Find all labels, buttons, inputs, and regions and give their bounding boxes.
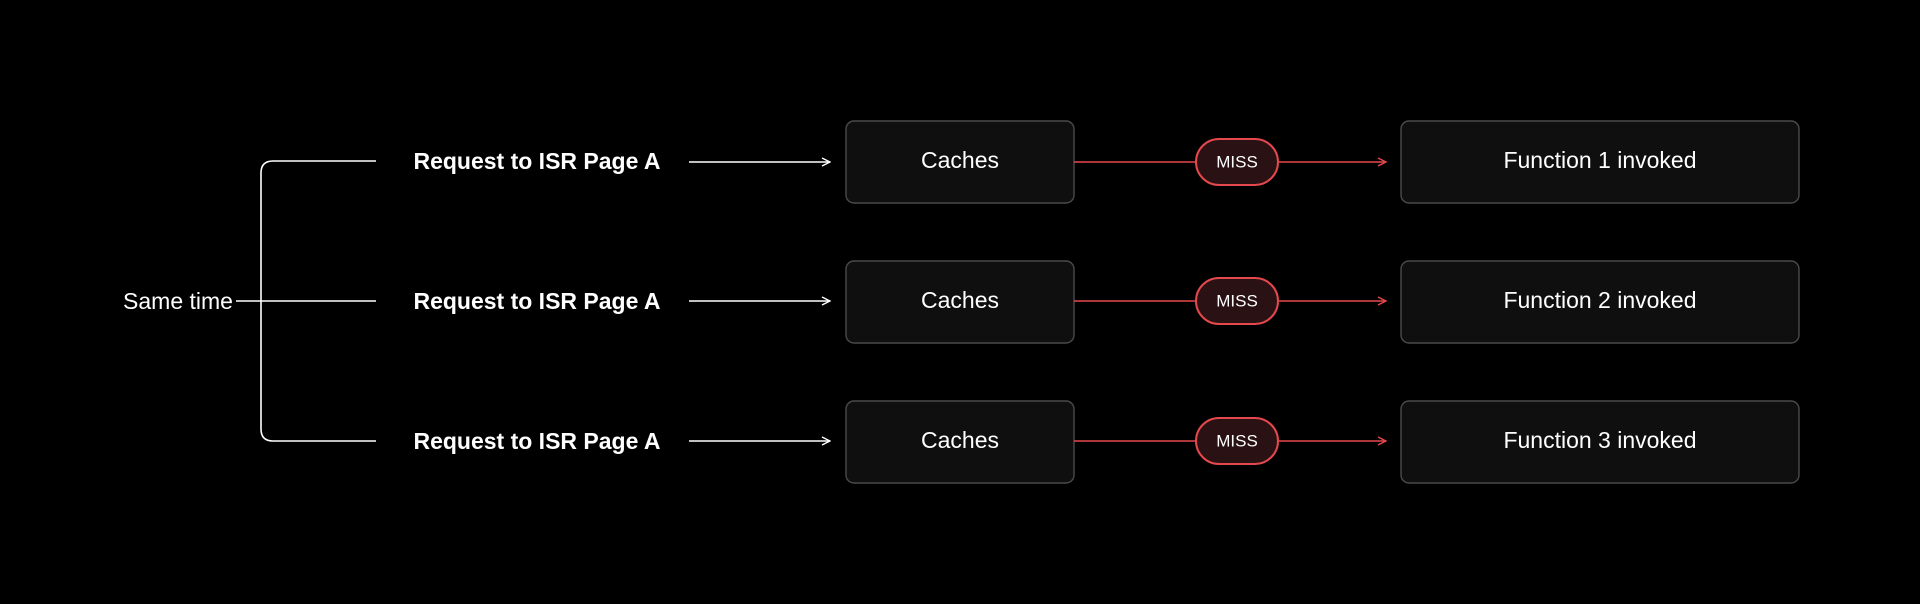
function-label: Function 2 invoked bbox=[1503, 287, 1696, 313]
miss-label: MISS bbox=[1216, 431, 1258, 450]
request-label: Request to ISR Page A bbox=[413, 288, 660, 314]
request-label: Request to ISR Page A bbox=[413, 428, 660, 454]
function-box bbox=[1400, 260, 1800, 344]
request-label: Request to ISR Page A bbox=[413, 148, 660, 174]
same-time-label: Same time bbox=[123, 288, 233, 314]
function-label: Function 1 invoked bbox=[1503, 147, 1696, 173]
function-box bbox=[1400, 120, 1800, 204]
function-box bbox=[1400, 400, 1800, 484]
caches-box bbox=[845, 260, 1075, 344]
miss-label: MISS bbox=[1216, 291, 1258, 310]
flow-row-1: Request to ISR Page A Caches MISS Functi… bbox=[413, 120, 1800, 204]
flow-row-3: Request to ISR Page A Caches MISS Functi… bbox=[413, 400, 1800, 484]
caches-label: Caches bbox=[921, 427, 999, 453]
function-label: Function 3 invoked bbox=[1503, 427, 1696, 453]
caches-label: Caches bbox=[921, 287, 999, 313]
flow-row-2: Request to ISR Page A Caches MISS Functi… bbox=[413, 260, 1800, 344]
caches-box bbox=[845, 400, 1075, 484]
caches-label: Caches bbox=[921, 147, 999, 173]
miss-label: MISS bbox=[1216, 152, 1258, 171]
